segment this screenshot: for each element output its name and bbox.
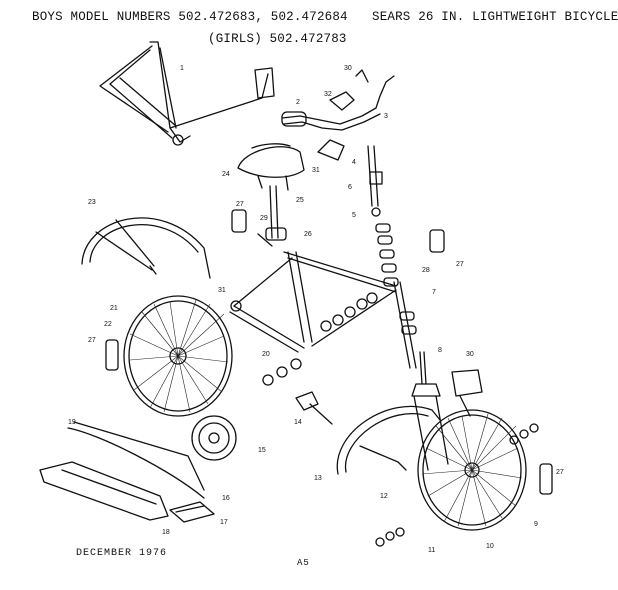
callout-18: 18	[162, 529, 170, 536]
front-wheel-part	[417, 409, 527, 531]
reflector-parts	[105, 209, 553, 495]
saddle-part	[237, 143, 305, 191]
diagram-title: SEARS 26 IN. LIGHTWEIGHT BICYCLE	[372, 10, 618, 24]
callout-5: 5	[352, 212, 356, 219]
sprocket-part	[191, 415, 237, 461]
boys-frame-part	[229, 251, 417, 369]
callout-26: 26	[304, 231, 312, 238]
callout-22: 22	[104, 321, 112, 328]
callout-31a: 31	[312, 167, 320, 174]
kickstand-part	[295, 391, 333, 425]
callout-23: 23	[88, 199, 96, 206]
callout-11: 11	[428, 547, 435, 554]
callout-6: 6	[348, 184, 352, 191]
stem-part	[367, 145, 383, 217]
callout-27b: 27	[88, 337, 96, 344]
callout-31b: 31	[218, 287, 226, 294]
chain-guard-part	[39, 461, 169, 521]
callout-25: 25	[296, 197, 304, 204]
front-fork-part	[411, 351, 449, 471]
callout-12: 12	[380, 493, 388, 500]
callout-15: 15	[258, 447, 266, 454]
rear-fender-part	[81, 217, 211, 279]
callout-27c: 27	[456, 261, 464, 268]
headset-bearings	[375, 223, 417, 335]
callout-7: 7	[432, 289, 436, 296]
girls-frame-part	[99, 41, 275, 146]
callout-21: 21	[110, 305, 118, 312]
callout-14: 14	[294, 419, 302, 426]
chain-part	[67, 421, 205, 499]
callout-2: 2	[296, 99, 300, 106]
callout-10: 10	[486, 543, 494, 550]
callout-8: 8	[438, 347, 442, 354]
callout-13: 13	[314, 475, 322, 482]
pedal-part	[169, 501, 215, 523]
callout-27a: 27	[236, 201, 244, 208]
front-axle-bearings	[375, 423, 539, 547]
revision-date: DECEMBER 1976	[76, 548, 168, 559]
callout-17: 17	[220, 519, 228, 526]
crank-bearing-set	[262, 292, 378, 386]
model-numbers-heading: BOYS MODEL NUMBERS 502.472683, 502.47268…	[32, 10, 348, 24]
callout-30b: 30	[466, 351, 474, 358]
girls-model-number: (GIRLS) 502.472783	[208, 32, 347, 46]
callout-32: 32	[324, 91, 332, 98]
callout-24: 24	[222, 171, 230, 178]
callout-30a: 30	[344, 65, 352, 72]
part-callouts: 1 2 3 4 5 6 7 8 9 10 11 12 13 14 15 16 1…	[68, 65, 564, 554]
callout-20: 20	[262, 351, 270, 358]
callout-4: 4	[352, 159, 356, 166]
callout-28: 28	[422, 267, 430, 274]
callout-9: 9	[534, 521, 538, 528]
seat-post-part	[257, 185, 287, 247]
callout-3: 3	[384, 113, 388, 120]
page-number: A5	[297, 558, 310, 568]
callout-27d: 27	[556, 469, 564, 476]
callout-19: 19	[68, 419, 76, 426]
callout-29: 29	[260, 215, 268, 222]
callout-16: 16	[222, 495, 230, 502]
front-brake-part	[451, 369, 483, 417]
handlebar-assembly	[281, 69, 395, 161]
front-fender-part	[336, 405, 441, 475]
rear-wheel-part	[123, 295, 233, 417]
callout-1: 1	[180, 65, 184, 72]
